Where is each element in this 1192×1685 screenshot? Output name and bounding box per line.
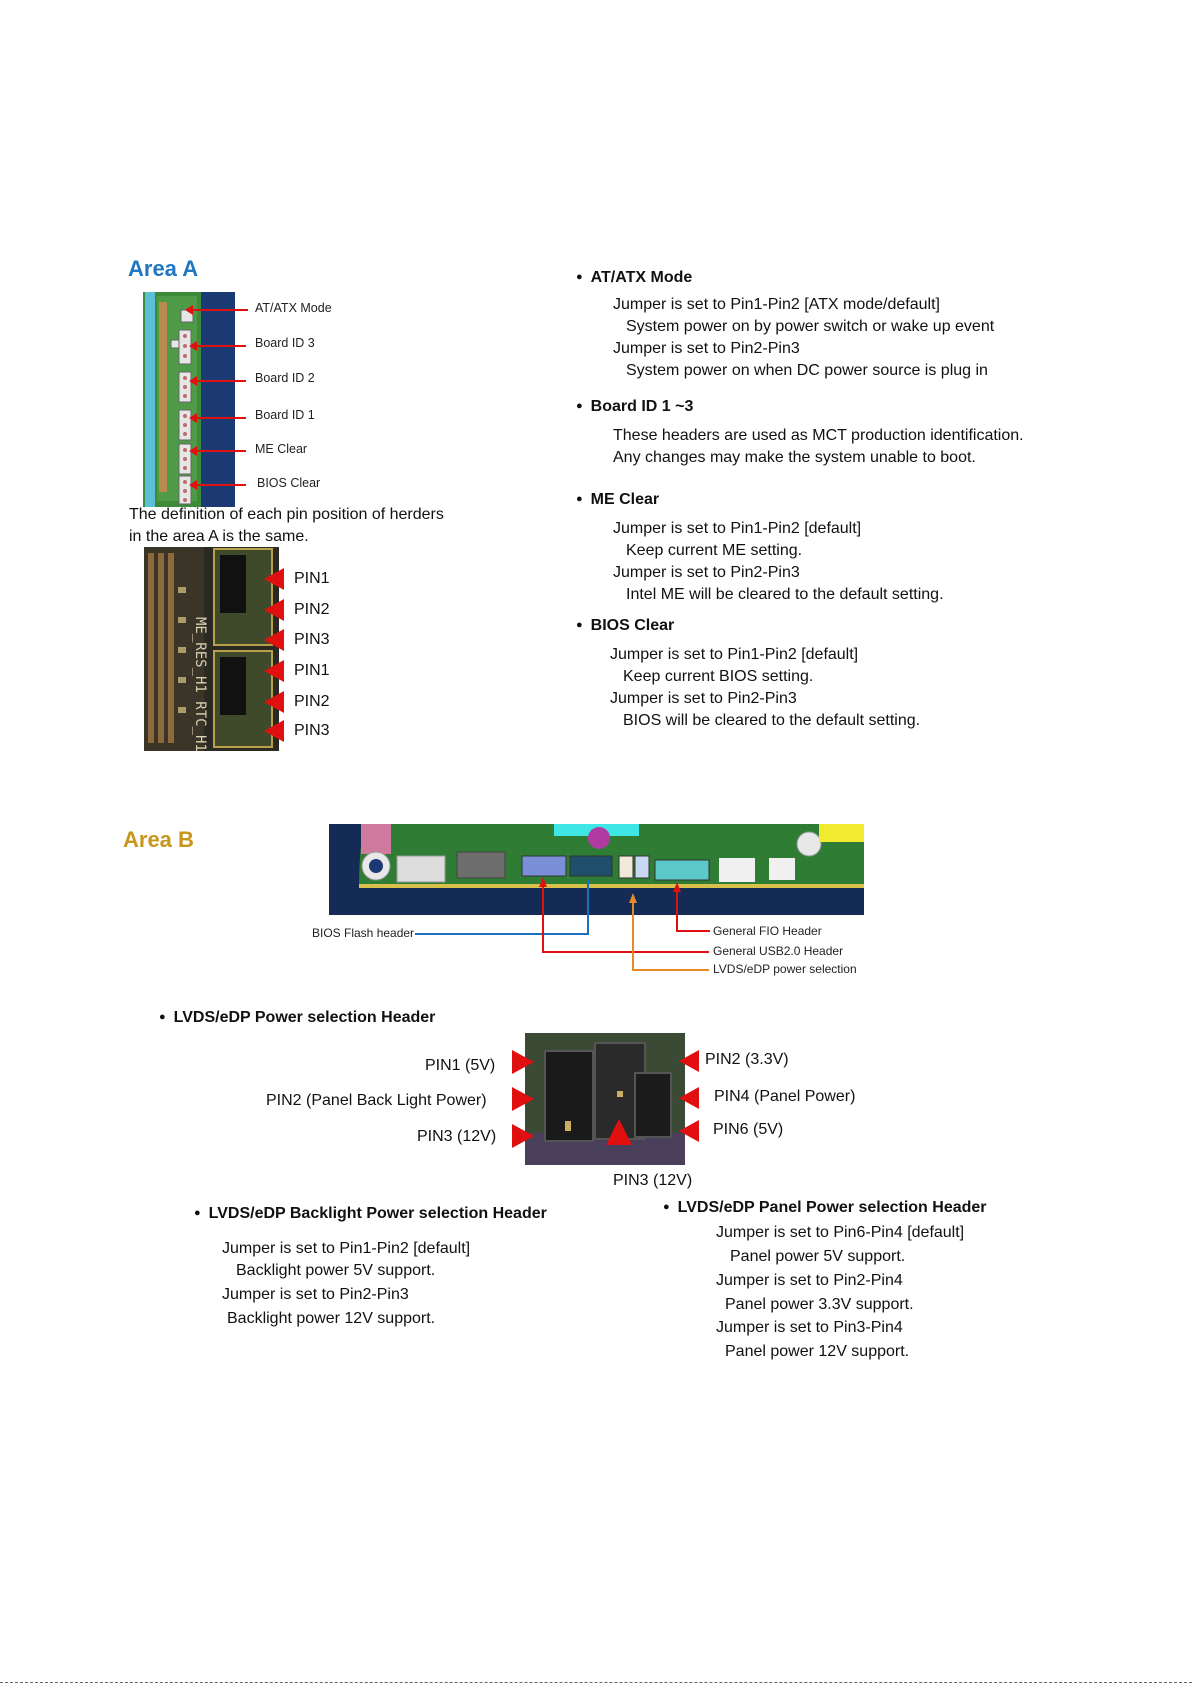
callout-board-id-2: Board ID 2 bbox=[255, 371, 315, 385]
panel-line: Panel power 12V support. bbox=[725, 1343, 910, 1360]
board-id-line: Any changes may make the system unable t… bbox=[613, 449, 976, 466]
board-id-heading: Board ID 1 ~3 bbox=[576, 396, 694, 417]
me-clear-line: Keep current ME setting. bbox=[626, 542, 803, 559]
lvds-pin-arrow bbox=[679, 1120, 699, 1142]
bios-clear-line: Jumper is set to Pin1-Pin2 [default] bbox=[610, 646, 859, 663]
pin-label-pin3: PIN3 bbox=[294, 722, 330, 739]
bios-clear-line: BIOS will be cleared to the default sett… bbox=[623, 712, 921, 729]
area-a-jumper-photo: ME_RES_H1 RTC_H1 bbox=[144, 547, 279, 751]
callout-arrow bbox=[189, 413, 246, 423]
lvds-pin-arrow bbox=[679, 1087, 699, 1109]
me-clear-heading: ME Clear bbox=[576, 489, 659, 510]
pin-arrow bbox=[264, 660, 284, 682]
at-atx-line: System power on by power switch or wake … bbox=[626, 318, 995, 335]
lvds-pin4-panel: PIN4 (Panel Power) bbox=[714, 1088, 856, 1105]
lvds-pin3-12v: PIN3 (12V) bbox=[417, 1128, 497, 1145]
at-atx-heading: AT/ATX Mode bbox=[576, 267, 693, 288]
backlight-heading: LVDS/eDP Backlight Power selection Heade… bbox=[194, 1203, 547, 1224]
lvds-pin2-backlight: PIN2 (Panel Back Light Power) bbox=[266, 1092, 487, 1109]
lvds-pin1-5v: PIN1 (5V) bbox=[425, 1057, 496, 1074]
lvds-pin3-bottom: PIN3 (12V) bbox=[613, 1172, 693, 1189]
lvds-pin-arrow bbox=[512, 1124, 534, 1148]
callout-board-id-3: Board ID 3 bbox=[255, 336, 315, 350]
area-a-definition-line1: The definition of each pin position of h… bbox=[129, 506, 444, 523]
pin-label-pin3: PIN3 bbox=[294, 631, 330, 648]
pin-arrow bbox=[264, 568, 284, 590]
panel-line: Jumper is set to Pin6-Pin4 [default] bbox=[716, 1224, 965, 1241]
callout-arrow bbox=[185, 305, 248, 315]
pin-arrow bbox=[264, 691, 284, 713]
callout-arrow bbox=[189, 480, 246, 490]
lvds-jumper-photo bbox=[525, 1033, 685, 1165]
pin-arrow bbox=[264, 629, 284, 651]
pin-arrow bbox=[264, 599, 284, 621]
me-clear-line: Jumper is set to Pin1-Pin2 [default] bbox=[613, 520, 862, 537]
panel-heading: LVDS/eDP Panel Power selection Header bbox=[663, 1197, 987, 1218]
pin-label-pin2: PIN2 bbox=[294, 601, 330, 618]
callout-arrow bbox=[189, 446, 246, 456]
panel-line: Jumper is set to Pin2-Pin4 bbox=[716, 1272, 903, 1289]
lvds-pin6-5v: PIN6 (5V) bbox=[713, 1121, 784, 1138]
area-b-title: Area B bbox=[123, 827, 194, 852]
backlight-line: Backlight power 12V support. bbox=[227, 1310, 436, 1327]
area-b-board-photo bbox=[329, 824, 864, 915]
callout-general-fio-header: General FIO Header bbox=[713, 924, 822, 938]
bios-clear-line: Keep current BIOS setting. bbox=[623, 668, 814, 685]
at-atx-line: Jumper is set to Pin2-Pin3 bbox=[613, 340, 800, 357]
callout-lvds-power-selection: LVDS/eDP power selection bbox=[713, 962, 857, 976]
callout-general-usb-header: General USB2.0 Header bbox=[713, 944, 844, 958]
me-clear-line: Jumper is set to Pin2-Pin3 bbox=[613, 564, 800, 581]
backlight-line: Backlight power 5V support. bbox=[236, 1262, 436, 1279]
backlight-line: Jumper is set to Pin1-Pin2 [default] bbox=[222, 1240, 471, 1257]
area-a-title: Area A bbox=[128, 256, 199, 281]
at-atx-line: Jumper is set to Pin1-Pin2 [ATX mode/def… bbox=[613, 296, 940, 313]
lvds-pin-arrow bbox=[679, 1050, 699, 1072]
bios-clear-line: Jumper is set to Pin2-Pin3 bbox=[610, 690, 797, 707]
pin-arrow bbox=[264, 720, 284, 742]
page-bottom-rule bbox=[0, 1682, 1192, 1683]
lvds-header-heading: LVDS/eDP Power selection Header bbox=[159, 1007, 436, 1028]
callout-arrow bbox=[189, 341, 246, 351]
at-atx-line: System power on when DC power source is … bbox=[626, 362, 988, 379]
area-a-definition-line2: in the area A is the same. bbox=[129, 528, 309, 545]
me-clear-line: Intel ME will be cleared to the default … bbox=[626, 586, 944, 603]
pin-label-pin1: PIN1 bbox=[294, 570, 330, 587]
lvds-pin-arrow bbox=[606, 1119, 632, 1145]
lvds-pin2-3v3: PIN2 (3.3V) bbox=[705, 1051, 789, 1068]
bios-clear-heading: BIOS Clear bbox=[576, 615, 675, 636]
callout-bios-clear: BIOS Clear bbox=[257, 476, 321, 490]
pin-label-pin2: PIN2 bbox=[294, 693, 330, 710]
board-id-line: These headers are used as MCT production… bbox=[613, 427, 1024, 444]
callout-at-atx-mode: AT/ATX Mode bbox=[255, 301, 332, 315]
callout-me-clear: ME Clear bbox=[255, 442, 308, 456]
area-a-board-photo bbox=[143, 292, 235, 507]
callout-board-id-1: Board ID 1 bbox=[255, 408, 315, 422]
panel-line: Jumper is set to Pin3-Pin4 bbox=[716, 1319, 903, 1336]
callout-bios-flash-header: BIOS Flash header bbox=[312, 926, 415, 940]
silkscreen-label: ME_RES_H1 RTC_H1 bbox=[192, 617, 208, 751]
callout-arrow bbox=[189, 376, 246, 386]
pin-label-pin1: PIN1 bbox=[294, 662, 330, 679]
panel-line: Panel power 5V support. bbox=[730, 1248, 906, 1265]
lvds-pin-arrow bbox=[512, 1087, 534, 1111]
backlight-line: Jumper is set to Pin2-Pin3 bbox=[222, 1286, 409, 1303]
panel-line: Panel power 3.3V support. bbox=[725, 1296, 914, 1313]
lvds-pin-arrow bbox=[512, 1050, 534, 1074]
